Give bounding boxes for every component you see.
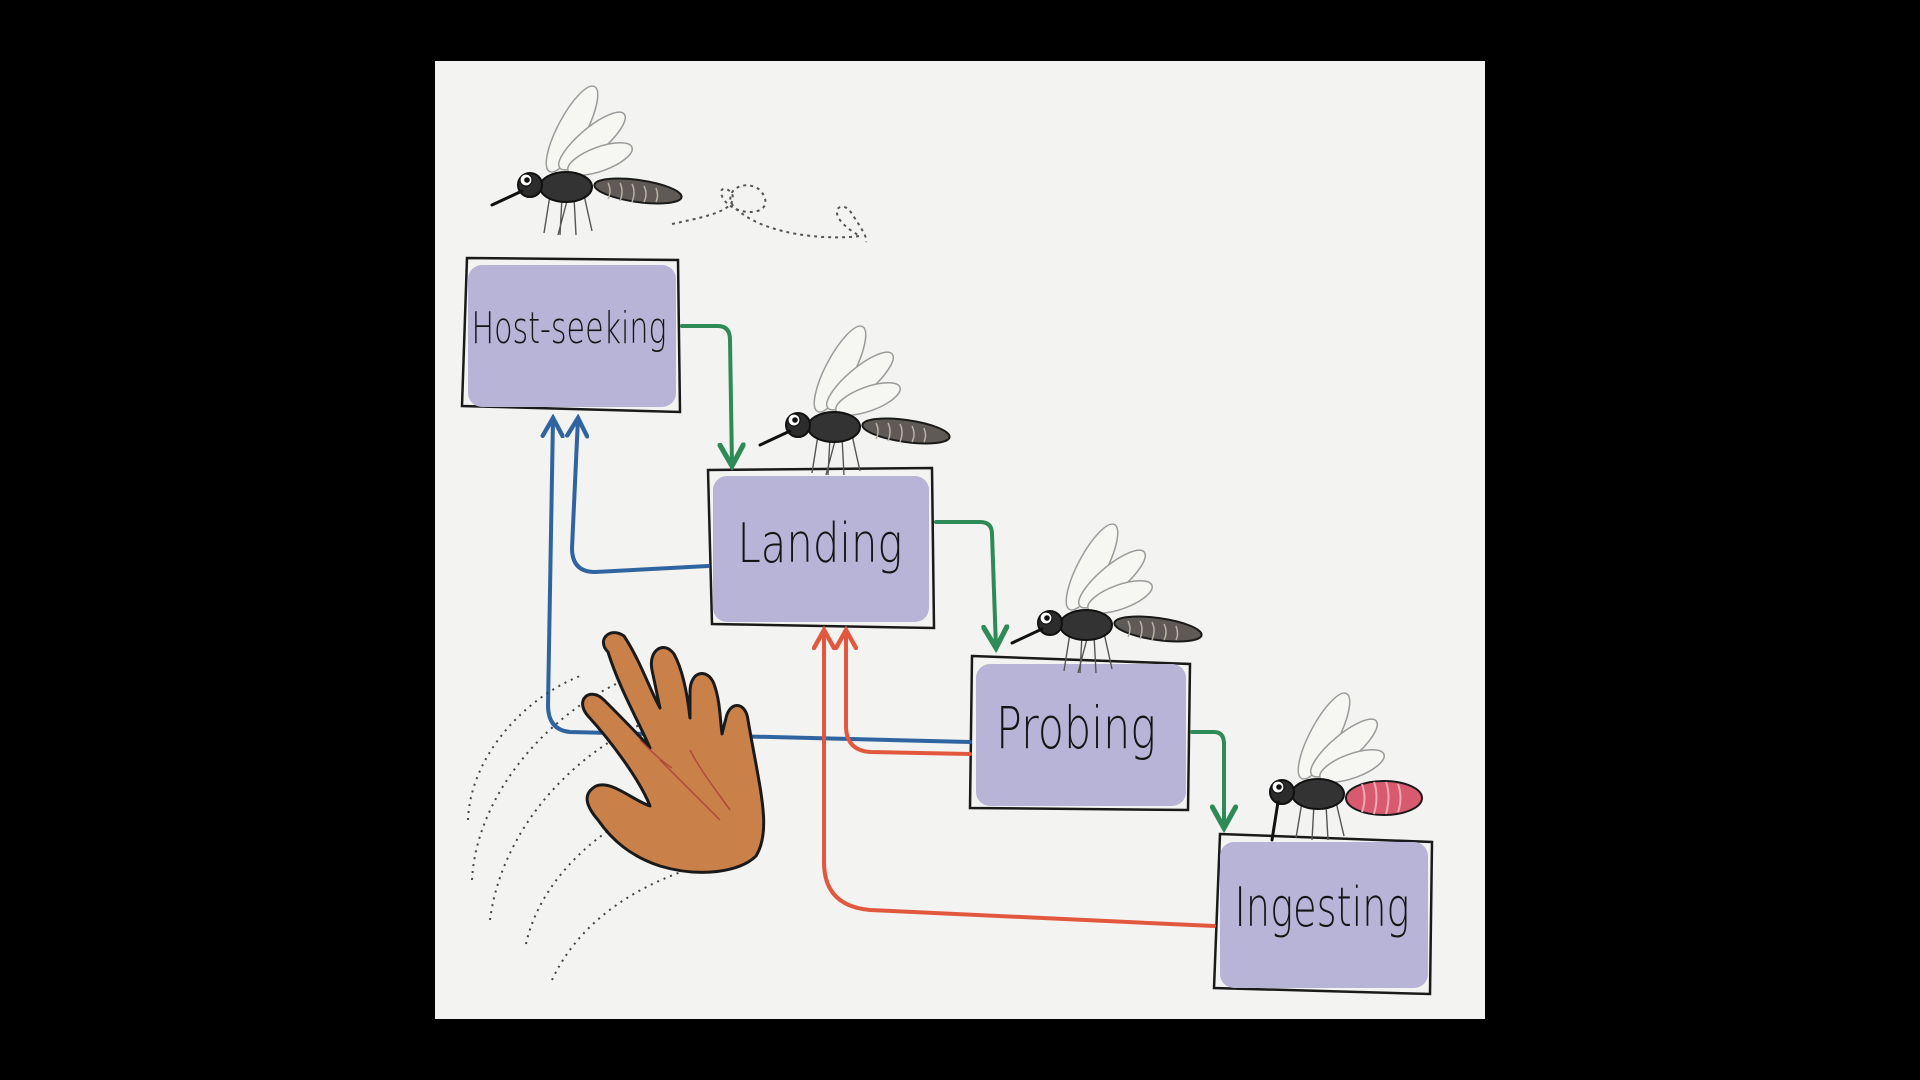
arrow-landing-to-probing <box>934 520 996 648</box>
hand-swat-icon <box>581 631 766 874</box>
arrow-ingesting-to-landing <box>824 630 1216 928</box>
state-label-landing: Landing <box>738 512 903 575</box>
state-landing: Landing <box>706 466 936 630</box>
arrow-probing-to-host-seeking <box>548 418 972 744</box>
mosquito-blood-fed-icon <box>1269 692 1423 842</box>
arrow-landing-to-host-seeking <box>572 418 710 575</box>
state-probing: Probing <box>968 654 1192 812</box>
mosquito-icon <box>1010 516 1205 675</box>
state-host-seeking: Host-seeking <box>460 256 682 414</box>
mosquito-icon <box>490 78 685 237</box>
mosquito-icon <box>758 318 953 477</box>
state-label-ingesting: Ingesting <box>1235 876 1410 939</box>
arrow-probing-to-landing <box>846 630 972 756</box>
state-ingesting: Ingesting <box>1212 832 1434 996</box>
flight-path-icon <box>671 184 868 243</box>
state-label-host-seeking: Host-seeking <box>472 303 667 354</box>
state-label-probing: Probing <box>996 694 1156 762</box>
arrow-probing-to-ingesting <box>1190 730 1224 828</box>
arrow-host-seeking-to-landing <box>680 324 732 466</box>
